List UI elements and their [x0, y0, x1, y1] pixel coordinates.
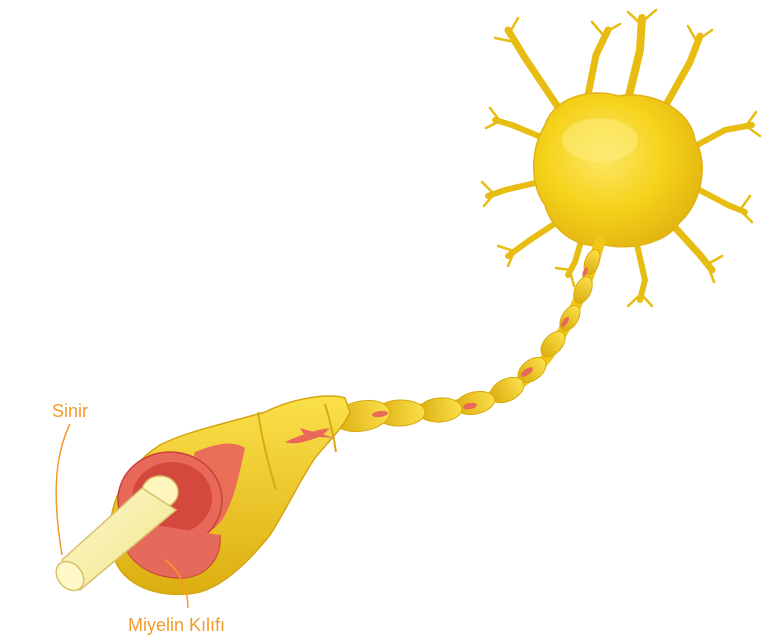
soma-highlight — [562, 118, 638, 162]
soma-body — [534, 93, 702, 247]
label-nerve: Sinir — [52, 401, 88, 421]
label-myelin: Miyelin Kılıfı — [128, 615, 225, 635]
annotation-nerve: Sinir — [52, 401, 88, 555]
dendrite — [628, 18, 642, 100]
dendrite — [670, 222, 712, 270]
dendrite-branch — [740, 196, 752, 222]
soma — [534, 93, 702, 247]
dendrite — [588, 30, 608, 95]
dendrite — [662, 36, 700, 112]
leader-line-nerve — [56, 424, 70, 555]
